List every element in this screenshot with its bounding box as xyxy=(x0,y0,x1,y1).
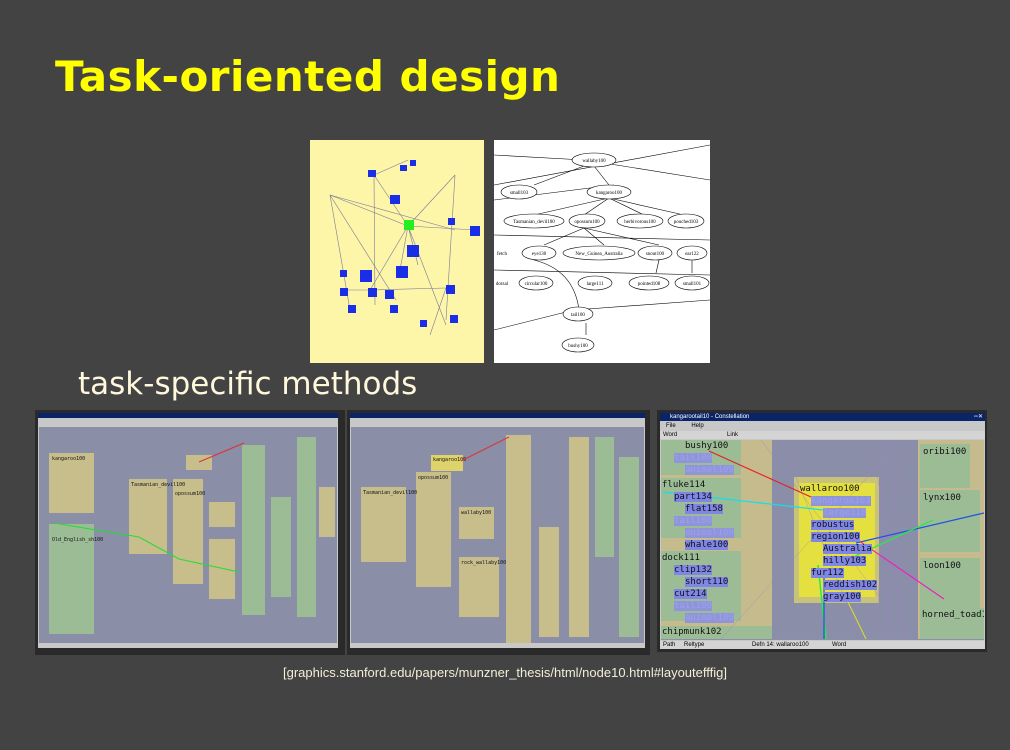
node-label: wallaby100 xyxy=(582,159,606,164)
word-node[interactable]: tail100 xyxy=(674,516,712,526)
node-label: wallaby100 xyxy=(461,510,492,516)
node-label: kangaroo100 xyxy=(52,456,86,462)
word-node[interactable]: hilly103 xyxy=(823,556,867,566)
node-label: pointed108 xyxy=(638,282,661,287)
word-node[interactable]: dock111 xyxy=(662,553,700,563)
menu-file[interactable]: File xyxy=(666,423,676,429)
node-label: rock_wallaby100 xyxy=(461,560,507,566)
node-label: kangaroo100 xyxy=(596,191,623,196)
word-node[interactable]: fluke114 xyxy=(662,480,706,490)
screenshot-constellation-1: kangaroo100 Old_English_sh100 Tasmanian_… xyxy=(35,410,345,655)
window-titlebar xyxy=(38,413,338,418)
word-node[interactable]: region100 xyxy=(811,532,860,542)
word-node[interactable]: reddish102 xyxy=(823,580,878,590)
word-node[interactable]: chipmunk102 xyxy=(662,627,722,637)
force-graph-drawing xyxy=(329,159,480,336)
node-label: circular100 xyxy=(525,282,548,287)
word-node[interactable]: tail100 xyxy=(674,601,712,611)
node-label: Tasmanian_devil100 xyxy=(131,482,186,488)
word-node[interactable]: lynx100 xyxy=(923,493,961,503)
node-label: small101 xyxy=(683,282,702,287)
status-bar: Path Reltype Defn 14: wallaroo100 Word xyxy=(660,641,985,649)
window-controls-icon[interactable]: ▫▫✕ xyxy=(973,414,983,420)
focus-word-node[interactable]: wallaroo100 xyxy=(800,484,860,494)
status-reltype: Reltype xyxy=(684,642,705,648)
word-node[interactable]: tail100 xyxy=(674,453,712,463)
slide-title: Task-oriented design xyxy=(55,52,561,101)
window-title: kangarootail10 - Constellation xyxy=(670,414,750,420)
node-label: opossum100 xyxy=(418,475,449,481)
node-label: herbivorous100 xyxy=(624,220,656,225)
word-node[interactable]: whale100 xyxy=(685,540,729,550)
node-label: opossum100 xyxy=(175,491,206,497)
node-label: fetch xyxy=(497,252,507,257)
word-node[interactable]: animal109 xyxy=(685,613,734,623)
word-node[interactable]: short110 xyxy=(685,577,729,587)
word-node[interactable]: gray100 xyxy=(823,592,861,602)
status-word: Word xyxy=(832,642,847,648)
menu-help[interactable]: Help xyxy=(691,423,704,429)
node-label: Tasmanian_devil100 xyxy=(513,220,555,225)
screenshot-constellation-2: kangaroo100 Tasmanian_devil100 opossum10… xyxy=(347,410,650,655)
word-field[interactable]: Word xyxy=(663,432,678,438)
node-label: snout100 xyxy=(646,252,665,257)
focus-node xyxy=(404,220,414,230)
word-node[interactable]: loon100 xyxy=(923,561,961,571)
hierarchical-graph-image: wallaby100 small103 kangaroo100 Tasmania… xyxy=(493,140,711,363)
status-path: Path xyxy=(663,642,676,648)
status-definition: Defn 14: wallaroo100 xyxy=(752,642,809,648)
node-label: small103 xyxy=(510,191,529,196)
node-label: dorsal xyxy=(496,282,509,287)
word-node[interactable]: fur112 xyxy=(811,568,844,578)
window-titlebar: kangarootail10 - Constellation ▫▫✕ xyxy=(660,413,985,421)
constellation-canvas[interactable]: bushy100 tail100 animal109 fluke114 part… xyxy=(661,440,984,640)
node-label: large111 xyxy=(586,282,604,287)
node-label: pouched103 xyxy=(674,220,699,225)
node-label: Old_English_sh100 xyxy=(52,537,104,543)
word-node[interactable]: clip132 xyxy=(674,565,712,575)
fields-bar: Word Link xyxy=(660,431,985,439)
force-directed-graph-image xyxy=(310,140,484,363)
node-label: ear122 xyxy=(685,252,699,257)
node-label: bushy100 xyxy=(568,344,588,349)
slide-subtitle: task-specific methods xyxy=(78,366,418,402)
screenshot-constellation-3: kangarootail10 - Constellation ▫▫✕ File … xyxy=(657,410,987,652)
node-label: kangaroo100 xyxy=(433,457,467,463)
window-titlebar xyxy=(350,413,645,418)
node-label: New_Guinea_Australia xyxy=(575,252,623,257)
source-caption: [graphics.stanford.edu/papers/munzner_th… xyxy=(283,665,727,680)
word-node[interactable]: kangaroo103 xyxy=(811,496,871,506)
hierarchy-graph-drawing: wallaby100 small103 kangaroo100 Tasmania… xyxy=(493,144,711,353)
word-node[interactable]: horned_toad100 xyxy=(922,610,984,620)
word-node[interactable]: robustus xyxy=(811,520,855,530)
word-node[interactable]: animal109 xyxy=(685,528,734,538)
node-label: Tasmanian_devil100 xyxy=(363,490,418,496)
word-node[interactable]: animal109 xyxy=(685,465,734,475)
word-node[interactable]: oribi100 xyxy=(923,447,967,457)
node-label: eye130 xyxy=(532,252,547,257)
word-node[interactable]: part134 xyxy=(674,492,712,502)
word-node[interactable]: cut214 xyxy=(674,589,707,599)
word-node[interactable]: flat158 xyxy=(685,504,723,514)
word-node[interactable]: Australia xyxy=(823,544,872,554)
node-label: tail100 xyxy=(571,313,585,318)
word-node[interactable]: bushy100 xyxy=(685,441,729,451)
word-node[interactable]: large110 xyxy=(823,508,867,518)
link-field[interactable]: Link xyxy=(727,432,739,438)
menu-bar: File Help xyxy=(660,422,985,430)
node-label: opossum100 xyxy=(574,220,600,225)
